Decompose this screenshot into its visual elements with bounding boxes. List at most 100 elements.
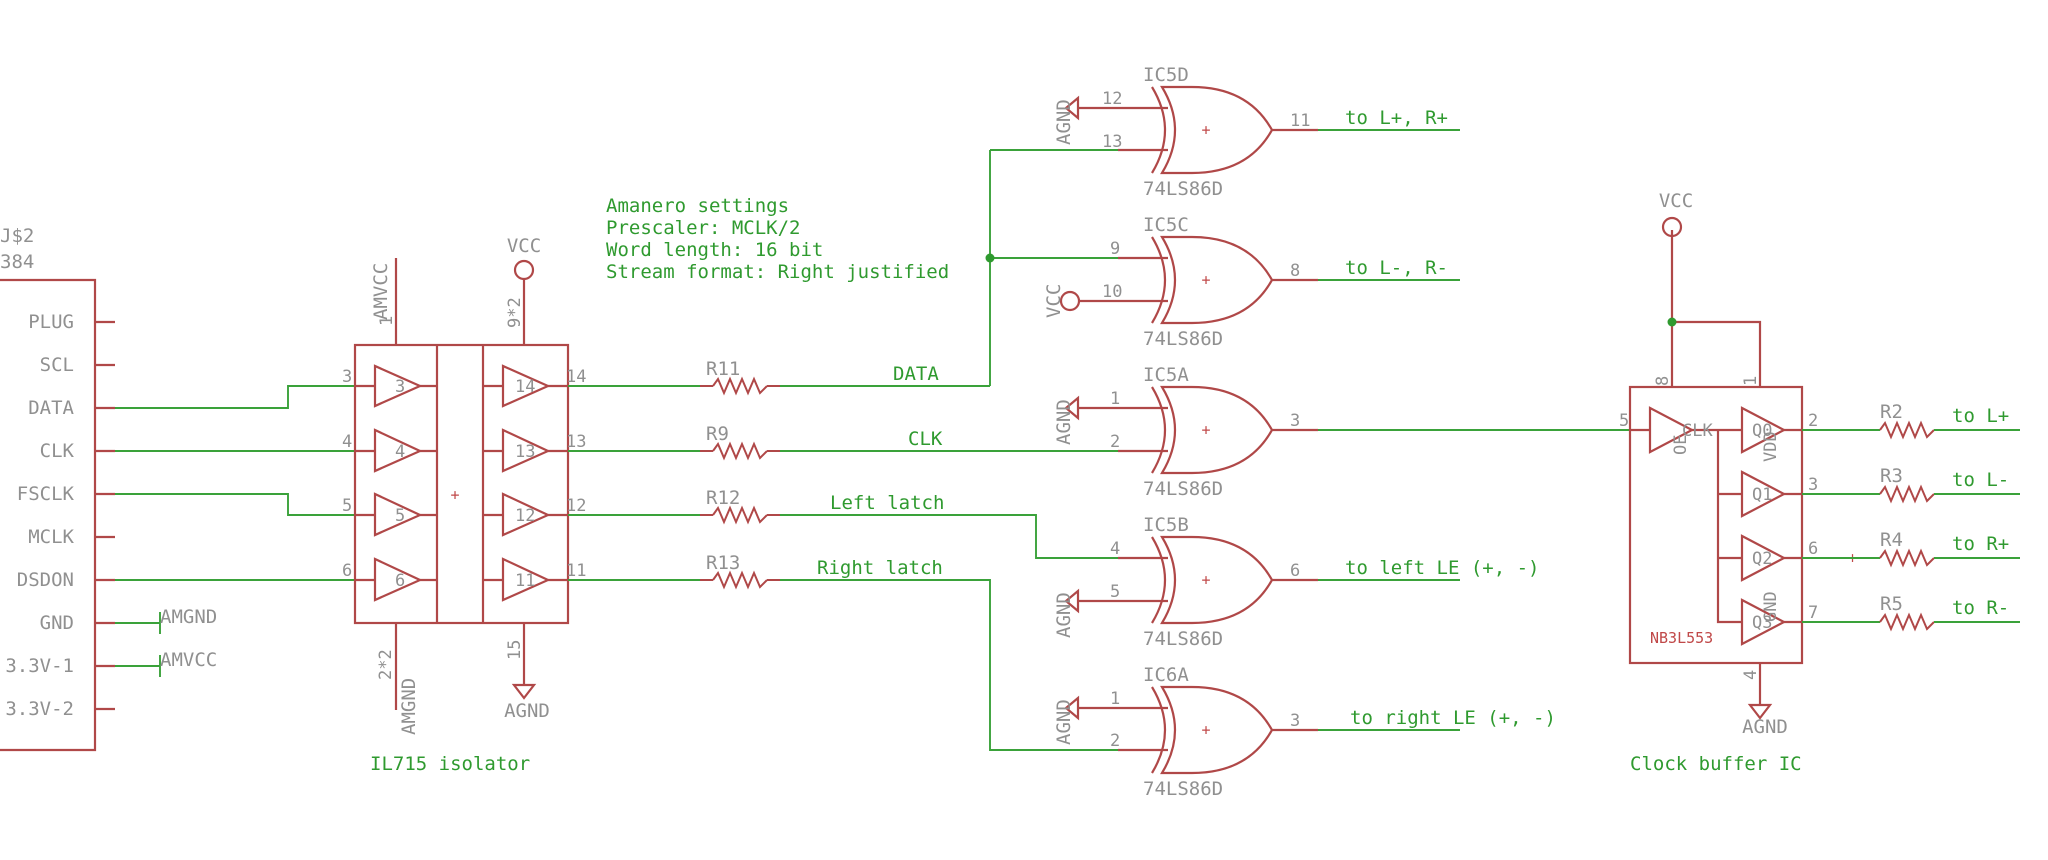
isolator-gate-label: 5 [395,506,405,526]
agnd-label: AGND [1053,592,1075,638]
gate-pin: 6 [1290,561,1300,581]
resistor-label: R12 [706,487,740,509]
net-label-left-latch: Left latch [830,492,944,514]
agnd-label: AGND [1053,699,1075,745]
isolator-pin: 5 [342,496,352,516]
isolator-gate-label: 14 [515,377,535,397]
gate-output-label: to L+, R+ [1345,107,1448,129]
gate-pin: 2 [1110,731,1120,751]
resistor-label: R13 [706,552,740,574]
isolator-pin: 11 [566,561,586,581]
connector-pin-label: FSCLK [17,483,75,505]
clock-buffer-pin-gnd: GND [1761,591,1781,622]
net-label-amvcc: AMVCC [160,649,217,671]
clock-buffer-caption: Clock buffer IC [1630,753,1802,775]
gate-pin: 4 [1110,539,1120,559]
isolator-supply-right-pin: 9*2 [505,297,525,328]
vcc-label: VCC [1043,284,1065,318]
clock-output-label: to L+ [1952,405,2009,427]
isolator-gate-label: 4 [395,442,405,462]
gate-pin: 9 [1110,239,1120,259]
clock-output-label: to R- [1952,597,2009,619]
resistor-label: R3 [1880,465,1903,487]
gate-pin: 10 [1102,282,1122,302]
gate-pin: 3 [1290,411,1300,431]
xor-gate-ic6a: + [1118,685,1318,775]
gate-pin: 5 [1110,582,1120,602]
connector-pin-label: 3.3V-1 [5,655,74,677]
gate-pin: 13 [1102,132,1122,152]
connector-value: 384 [0,251,34,273]
gate-pin: 8 [1290,261,1300,281]
isolator-gate-label: 11 [515,571,535,591]
resistor-label: R2 [1880,401,1903,423]
connector-pin-label: DSDON [17,569,74,591]
isolator-pin: 4 [342,432,352,452]
signal-wires [568,149,1118,751]
clock-buffer-pin-num: 5 [1619,411,1629,431]
gate-name: IC5C [1143,214,1189,236]
gate-output-label: to left LE (+, -) [1345,557,1539,579]
xor-gate-ic5d: + [1118,85,1318,175]
connector: J$2 384 PLUG SCL DATA CLK FSCLK MCLK DSD… [0,225,115,752]
note-line: Stream format: Right justified [606,261,949,283]
isolator-pin: 3 [342,367,352,387]
svg-text:+: + [1201,271,1210,289]
clock-output-label: to L- [1952,469,2009,491]
clock-buffer-out-pin: 2 [1808,411,1818,431]
clock-buffer-pin-clk: CLK [1682,421,1713,441]
isolator-pin: 6 [342,561,352,581]
net-label-amgnd: AMGND [160,606,217,628]
isolator-gate-label: 3 [395,377,405,397]
gate-value: 74LS86D [1143,628,1223,650]
clock-buffer-out-pin: 7 [1808,603,1818,623]
connector-wires [115,385,355,677]
gate-pin: 1 [1110,389,1120,409]
note-line: Prescaler: MCLK/2 [606,217,800,239]
clock-buffer-pin-vdd: VDD [1761,431,1781,462]
isolator-ground-right-pin: 15 [505,640,525,660]
isolator-pin: 13 [566,432,586,452]
note-line: Amanero settings [606,195,789,217]
gate-value: 74LS86D [1143,478,1223,500]
isolator-supply-left: AMVCC [370,263,392,320]
gate-output-label: to right LE (+, -) [1350,707,1556,729]
svg-text:+: + [1201,721,1210,739]
gate-name: IC5B [1143,514,1189,536]
resistor-label: R4 [1880,529,1903,551]
clock-buffer-q: Q1 [1752,485,1772,505]
svg-text:+: + [1201,421,1210,439]
output-resistor [1802,422,2020,630]
net-label-data: DATA [893,363,939,385]
connector-pin-label: PLUG [28,311,74,333]
isolator-supply-left-pin: 1 [377,316,397,326]
gate-pin: 2 [1110,432,1120,452]
gate-output-label: to L-, R- [1345,257,1448,279]
agnd-label: AGND [1053,99,1075,145]
isolator-gate-label: 6 [395,571,405,591]
clock-buffer-out-pin: 6 [1808,539,1818,559]
resistor-label: R9 [706,423,729,445]
gate-pin: 3 [1290,711,1300,731]
xor-gate-ic5b: + [1118,535,1318,625]
agnd-symbols [1059,95,1118,721]
amanero-note: Amanero settings Prescaler: MCLK/2 Word … [606,195,949,283]
xor-gate-ic5a: + [1118,385,1318,475]
gate-name: IC5A [1143,364,1189,386]
resistor [700,378,780,588]
connector-pin-label: CLK [40,440,75,462]
resistor-label: R5 [1880,593,1903,615]
svg-text:+: + [1201,571,1210,589]
clock-buffer-q: Q3 [1752,613,1772,633]
clock-buffer-ground: AGND [1742,716,1788,738]
isolator-pin: 12 [566,496,586,516]
clock-buffer-supply: VCC [1659,190,1693,212]
svg-text:+: + [450,486,459,504]
clock-buffer-pin-num: 1 [1741,376,1761,386]
resistor-label: R11 [706,358,740,380]
net-label-right-latch: Right latch [817,557,943,579]
clock-buffer-pin-num: 4 [1741,670,1761,680]
clock-output-label: to R+ [1952,533,2009,555]
isolator-gate-label: 13 [515,442,535,462]
